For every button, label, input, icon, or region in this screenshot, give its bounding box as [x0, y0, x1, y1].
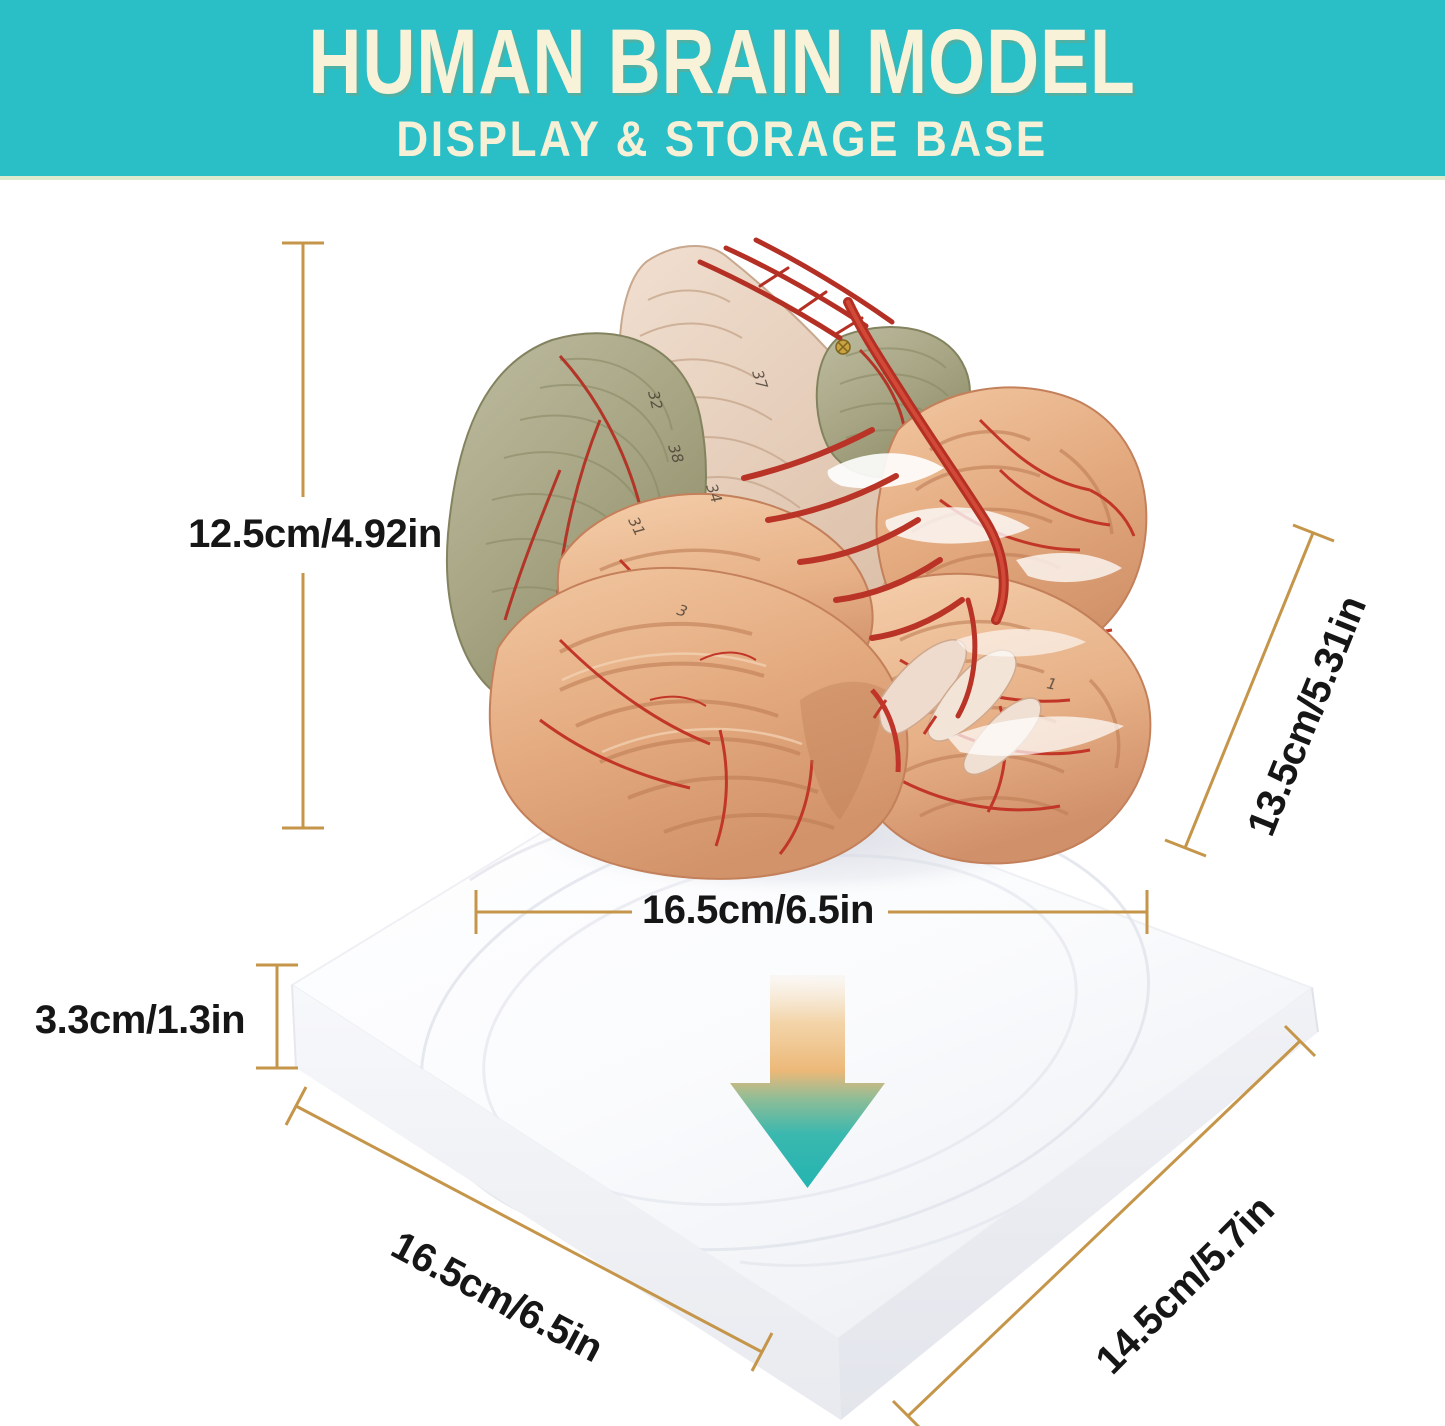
cerebrum-left-main	[488, 566, 909, 880]
part-number: 1	[1045, 674, 1058, 694]
screw-fastener	[835, 339, 851, 355]
part-number: 37	[748, 368, 771, 392]
artery-trunk	[697, 237, 1009, 719]
dimension-label-inner-width: 16.5cm/6.5in	[642, 888, 874, 932]
dimension-line-model-height	[282, 241, 324, 830]
base-left-face	[292, 985, 841, 1420]
part-number: 34	[702, 481, 725, 505]
dimension-line-base-depth	[891, 1024, 1317, 1426]
central-sulcus-shading	[800, 681, 886, 820]
down-arrow-icon	[730, 975, 885, 1188]
dimension-line-base-height	[256, 963, 298, 1070]
brain-model-illustration: 37 32 38 31 34 3 1	[446, 237, 1152, 880]
dimension-label-model-height: 12.5cm/4.92in	[188, 512, 442, 556]
page-title: HUMAN BRAIN MODEL	[308, 11, 1137, 113]
part-number: 38	[664, 442, 687, 466]
dimension-line-inner-width	[474, 890, 1149, 934]
dimension-annotations	[256, 241, 1335, 1426]
base-right-corner-edge	[1311, 987, 1319, 1033]
base-left-corner-edge	[291, 984, 297, 1069]
header-banner: HUMAN BRAIN MODEL DISPLAY & STORAGE BASE	[0, 0, 1445, 180]
base-right-face	[838, 988, 1318, 1420]
part-number: 32	[644, 389, 666, 412]
dimension-line-base-width	[284, 1086, 774, 1372]
dimension-line-model-depth	[1164, 523, 1335, 858]
dimension-label-base-height: 3.3cm/1.3in	[34, 998, 246, 1042]
page-subtitle: DISPLAY & STORAGE BASE	[396, 111, 1049, 167]
